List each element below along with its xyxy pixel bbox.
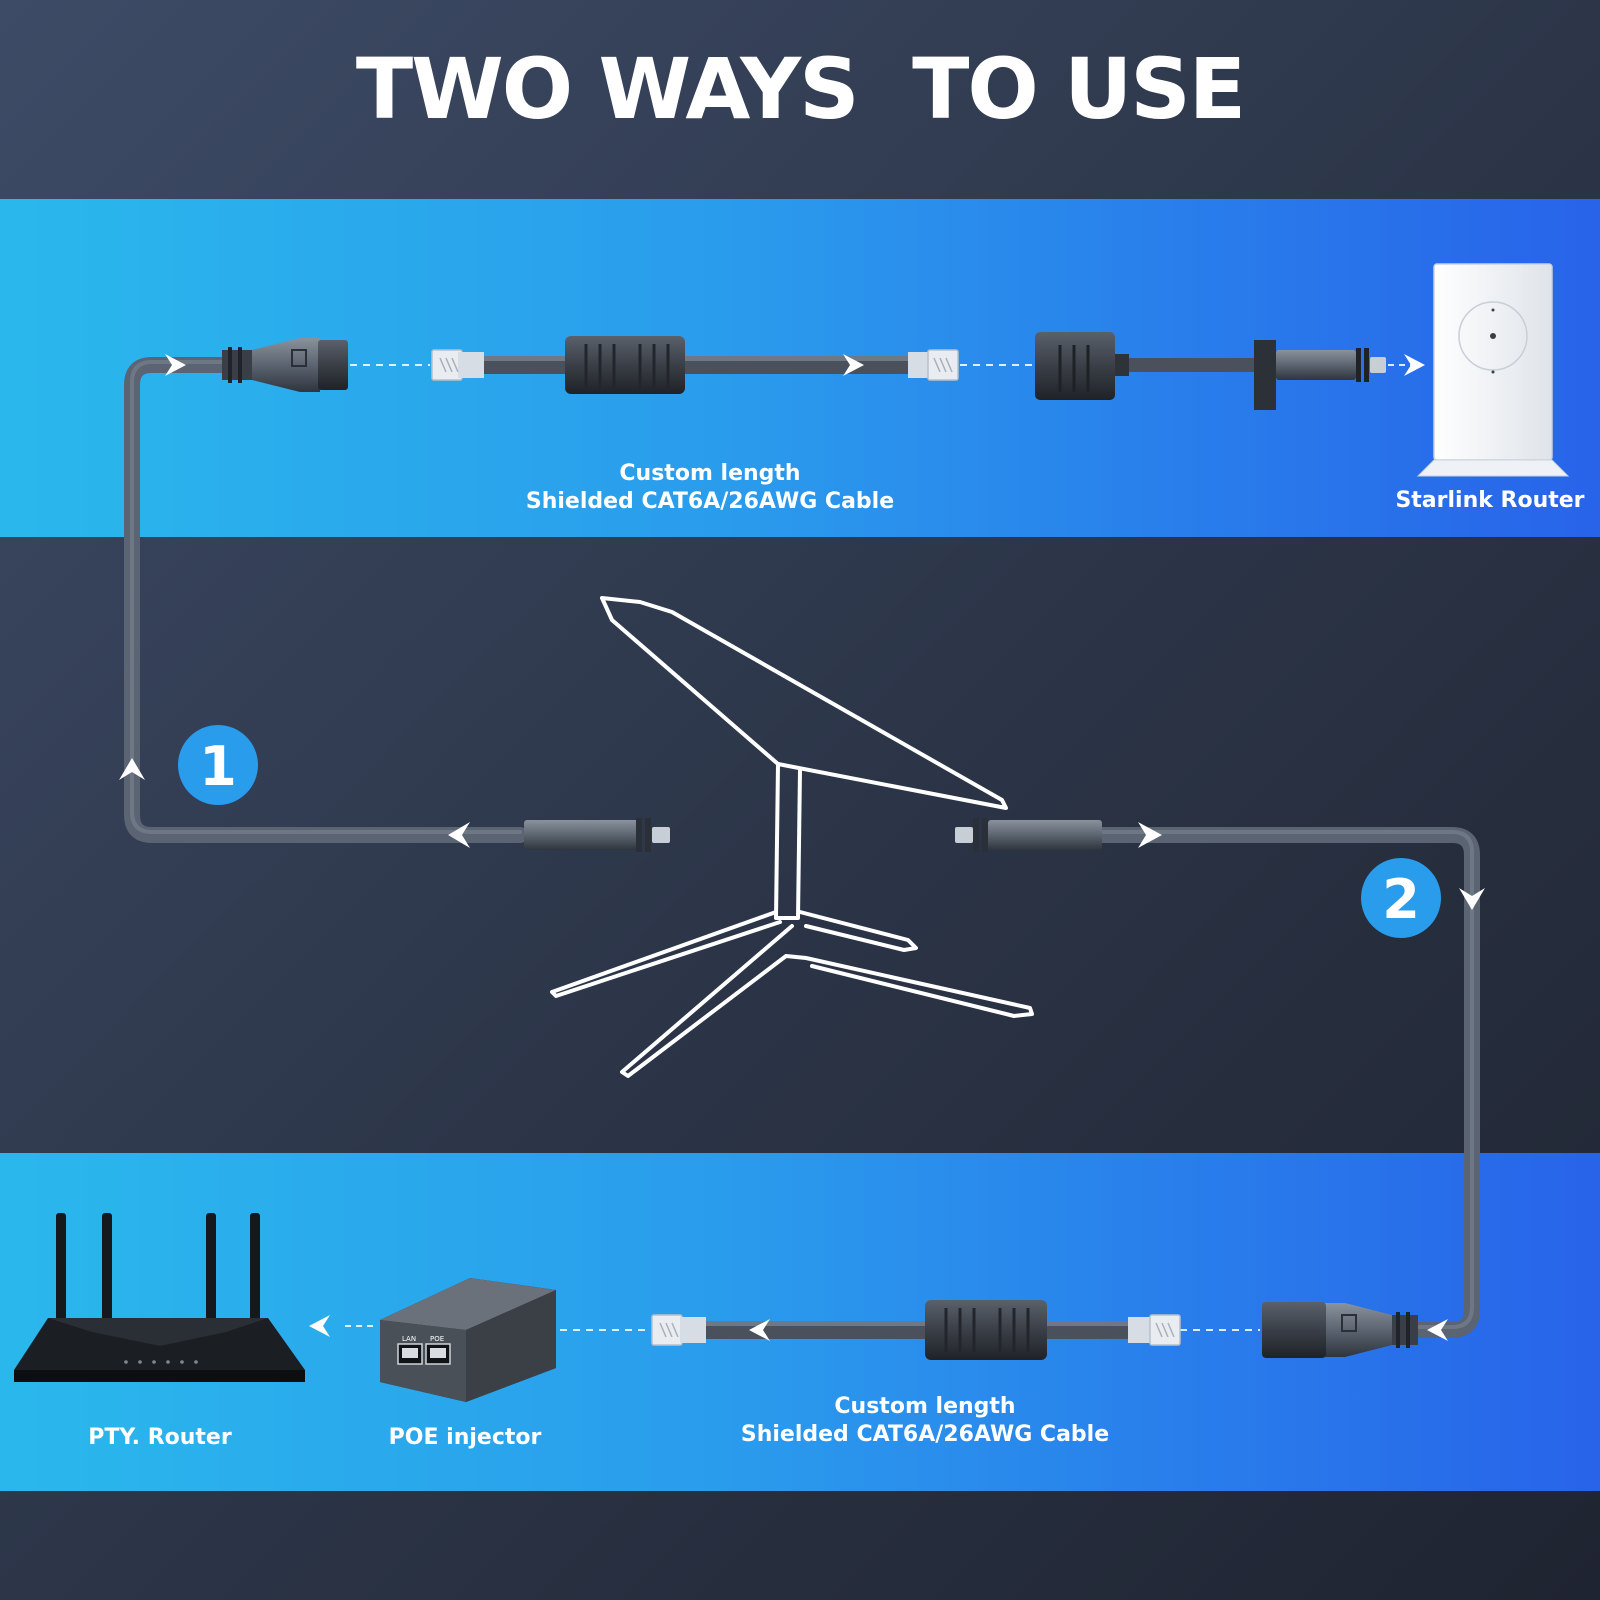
poe-port-lan-label: LAN xyxy=(402,1335,416,1343)
pty-router-label: PTY. Router xyxy=(88,1425,232,1450)
way2-caption-line1: Custom length xyxy=(834,1394,1016,1419)
dish-connector-right xyxy=(955,818,1102,852)
way1-arrow-up xyxy=(119,758,145,780)
router-arrow xyxy=(1404,354,1425,376)
way1-cable-caption: Custom length Shielded CAT6A/26AWG Cable xyxy=(520,460,900,516)
way1-caption-line2: Shielded CAT6A/26AWG Cable xyxy=(525,489,895,514)
poe-injector-label: POE injector xyxy=(388,1425,542,1450)
way1-arrow-right-corner xyxy=(165,354,186,376)
poe-port-poe-label: POE xyxy=(430,1335,444,1343)
way2-arrow-down xyxy=(1459,888,1485,910)
top-ethernet-cable xyxy=(431,336,959,394)
way2-arrow-right xyxy=(1138,822,1162,848)
router-adapter-cable xyxy=(1035,332,1386,410)
way2-number-badge: 2 xyxy=(1361,858,1441,938)
way2-arrow-left-corner xyxy=(1427,1319,1448,1341)
way1-arrow-left xyxy=(448,822,470,848)
starlink-router-label: Starlink Router xyxy=(1395,488,1585,513)
top-cable-arrow xyxy=(843,354,864,376)
way2-cable-path xyxy=(1087,827,1480,1338)
starlink-dish-illustration xyxy=(550,596,1034,1078)
pty-router-arrow xyxy=(309,1315,330,1337)
way1-cable-path xyxy=(124,357,528,843)
page-title: TWO WAYS TO USE xyxy=(355,40,1246,138)
bottom-cable-arrow xyxy=(749,1319,770,1341)
way1-number: 1 xyxy=(199,735,237,798)
way1-caption-line1: Custom length xyxy=(619,461,801,486)
way1-number-badge: 1 xyxy=(178,725,258,805)
pty-router-device xyxy=(14,1213,305,1382)
dish-connector-left xyxy=(524,818,670,852)
starlink-router-device xyxy=(1416,263,1570,477)
top-starlink-plug xyxy=(222,338,348,392)
bottom-ethernet-cable xyxy=(651,1300,1181,1360)
poe-injector-device: LAN POE xyxy=(380,1278,556,1402)
way2-number: 2 xyxy=(1382,868,1420,931)
way2-cable-caption: Custom length Shielded CAT6A/26AWG Cable xyxy=(735,1393,1115,1449)
bottom-starlink-plug xyxy=(1262,1302,1418,1358)
way2-caption-line2: Shielded CAT6A/26AWG Cable xyxy=(740,1422,1110,1447)
